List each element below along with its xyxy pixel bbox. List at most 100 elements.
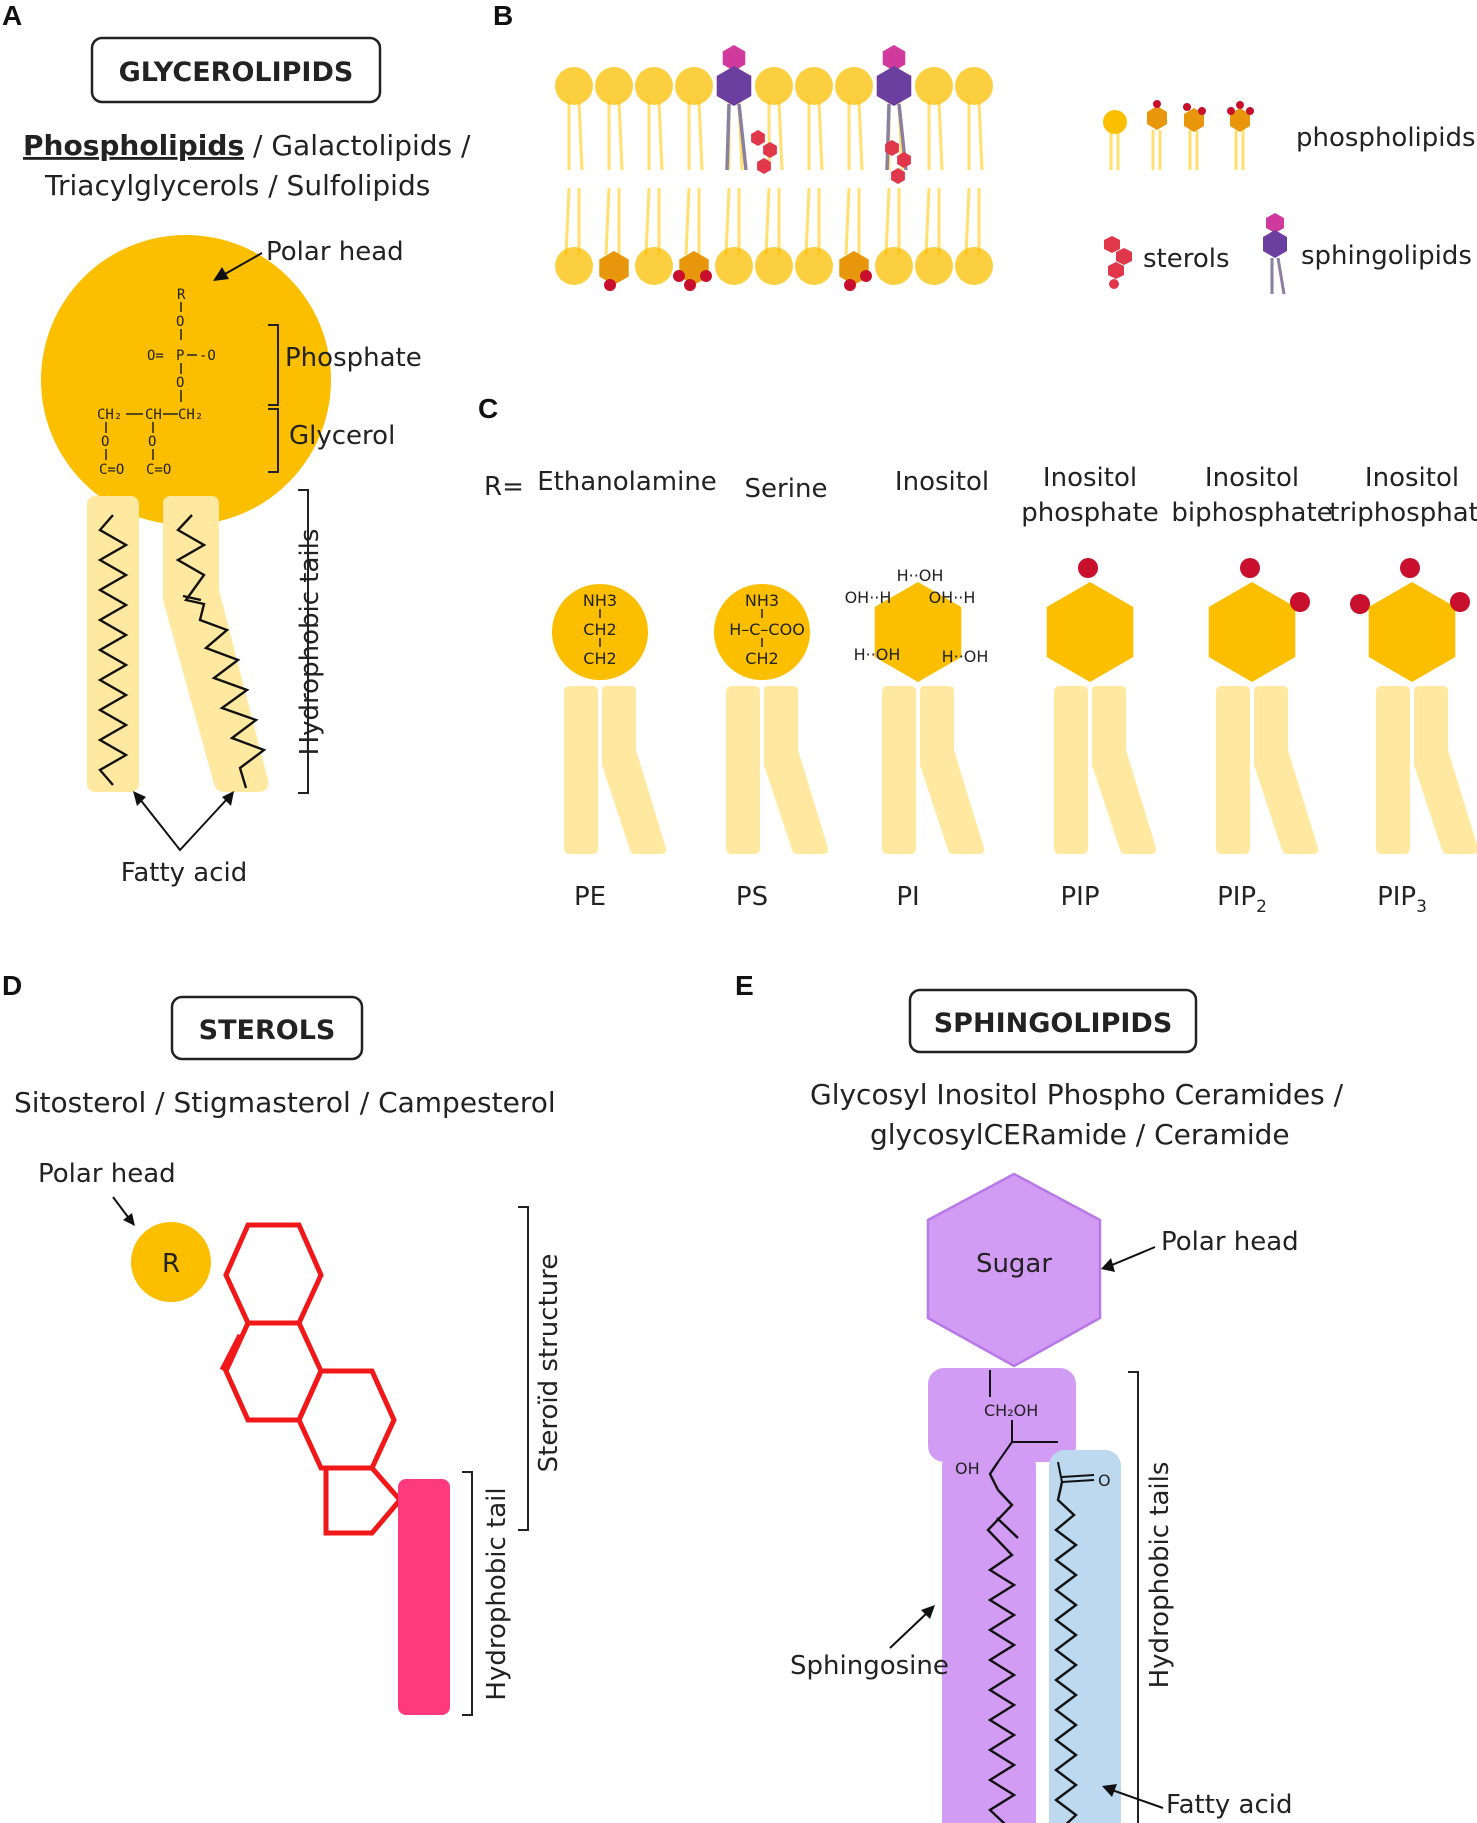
unsaturated-zigzag	[175, 514, 267, 789]
subtitle-line1-rest: / Galactolipids /	[244, 129, 471, 162]
steroid-rings	[219, 1222, 404, 1536]
sterols-title: STEROLS	[199, 1015, 336, 1046]
headgroup-tail-left	[1054, 686, 1088, 854]
headgroup-inositol-ring	[1208, 582, 1296, 682]
membrane-top-tail	[857, 101, 864, 171]
membrane-bilayer	[555, 45, 993, 291]
panel-b-letter: B	[493, 0, 513, 31]
polar-head-arrowhead	[213, 267, 229, 281]
membrane-bottom-inositol	[599, 251, 629, 285]
membrane-top-head	[635, 67, 673, 105]
membrane-bottom-tail	[804, 187, 811, 256]
chem-o-minus: -O	[199, 348, 216, 364]
sphingolipids-title: SPHINGOLIPIDS	[934, 1008, 1173, 1039]
chem-o-left: O=	[147, 348, 164, 364]
sphingo-fatty-acid-arrow	[1111, 1789, 1164, 1809]
tails-bracket	[298, 489, 309, 794]
membrane-bottom-tail	[564, 187, 571, 256]
panel-e: E SPHINGOLIPIDS Glycosyl Inositol Phosph…	[735, 970, 1344, 1823]
glycerolipid-tail-unsaturated	[163, 496, 269, 792]
sphingosine-chain-box	[942, 1450, 1036, 1823]
sphingo-fatty-acid-arrowhead	[1102, 1784, 1117, 1797]
membrane-bottom-tail	[604, 187, 611, 256]
glycerolipids-title-box	[90, 36, 382, 104]
membrane-phosphate-dot	[604, 279, 616, 291]
membrane-phosphate-dot	[684, 279, 696, 291]
membrane-top-tail	[617, 101, 624, 171]
glycerolipids-subtitle-line2: Triacylglycerols / Sulfolipids	[44, 169, 430, 202]
membrane-sphingolipid-chain	[725, 103, 731, 171]
membrane-bottom-tail	[884, 187, 891, 256]
phosphate-dot	[1450, 592, 1470, 612]
pe-ch2-b: CH2	[583, 649, 616, 668]
sterol-r-label: R	[162, 1249, 180, 1279]
membrane-bottom-tail	[644, 187, 651, 256]
sphingolipids-subtitle-line2: glycosylCERamide / Ceramide	[870, 1118, 1290, 1151]
glycerolipid-tail-saturated	[87, 496, 139, 792]
pi-top: H··OH	[897, 566, 944, 585]
chem-ch2-right: CH₂	[178, 407, 203, 423]
membrane-sterol-ring	[891, 168, 905, 184]
pi-bottom-left: H··OH	[854, 645, 901, 664]
headgroup-name-line2: biphosphate	[1171, 498, 1332, 528]
panel-c: C R= EthanolaminePESerinePSInositolPIIno…	[478, 393, 1477, 917]
membrane-top-tail	[937, 101, 944, 171]
ceramide-carbonyl-o: O	[1098, 1471, 1111, 1490]
headgroup-inositol-ring	[1046, 582, 1134, 682]
panel-a: A GLYCEROLIPIDS Phospholipids / Galactol…	[2, 0, 471, 888]
membrane-top-head	[795, 67, 833, 105]
fatty-acid-arrows	[138, 797, 229, 852]
chem-ch: CH	[145, 407, 162, 423]
glycerolipids-title: GLYCEROLIPIDS	[119, 57, 354, 88]
phosphate-dot	[1400, 558, 1420, 578]
membrane-sphingolipid-hex	[876, 66, 912, 106]
ceramide-oh: OH	[955, 1459, 980, 1478]
steroid-double-bond	[219, 1333, 243, 1372]
membrane-top-head	[675, 67, 713, 105]
glycerol-label: Glycerol	[289, 421, 395, 451]
membrane-top-head	[915, 67, 953, 105]
sterols-subtitle: Sitosterol / Stigmasterol / Campesterol	[14, 1086, 556, 1119]
chem-ch2-left: CH₂	[97, 407, 122, 423]
chem-co2: C=O	[146, 462, 171, 478]
fatty-acid-zigzag	[1054, 1481, 1078, 1823]
fatty-acid-label: Fatty acid	[121, 858, 248, 888]
headgroup-name-line1: Inositol	[1205, 463, 1299, 493]
headgroup-abbreviation: PIP2	[1217, 882, 1267, 917]
membrane-top-tail	[657, 101, 664, 171]
membrane-bottom-head	[555, 247, 593, 285]
membrane-bottom-tail	[964, 187, 971, 256]
sphingo-polar-head-label: Polar head	[1161, 1227, 1299, 1257]
membrane-phosphate-dot	[700, 270, 712, 282]
pe-ch2-a: CH2	[583, 620, 616, 639]
headgroup-tail-right	[920, 686, 985, 854]
panel-d: D STEROLS Sitosterol / Stigmasterol / Ca…	[2, 970, 564, 1716]
membrane-sphingolipid-hex	[716, 66, 752, 106]
membrane-bottom-tail	[764, 187, 771, 256]
ps-hccoo: H–C–COO	[729, 620, 805, 639]
headgroup-name: Inositol	[895, 467, 989, 497]
sphingo-tails-bracket	[1128, 1371, 1139, 1823]
headgroup-abbreviation: PIP3	[1377, 882, 1427, 917]
glycerol-bracket	[268, 408, 279, 473]
sterol-polar-head-arrowhead	[123, 1213, 135, 1226]
membrane-bottom-head	[795, 247, 833, 285]
sphingosine-arrowhead	[921, 1605, 935, 1619]
ps-chem: NH3 H–C–COO CH2	[729, 591, 805, 668]
chem-co1: C=O	[99, 462, 124, 478]
polar-head-label: Polar head	[266, 237, 404, 267]
membrane-phosphate-dot	[860, 270, 872, 282]
pi-bottom-right: H··OH	[942, 647, 989, 666]
membrane-sterol-ring	[763, 142, 777, 158]
pi-right: OH··H	[929, 588, 976, 607]
legend-phospholipids-label: phospholipids	[1296, 123, 1476, 153]
ceramide-backbone-box	[928, 1368, 1076, 1462]
glycerolipids-subtitle-line1: Phospholipids / Galactolipids /	[23, 129, 471, 162]
glycerolipid-chem: R O O= P -O O CH₂ CH CH₂ O O C=O C=O	[97, 287, 216, 478]
sterol-r-circle	[131, 1222, 211, 1302]
membrane-bottom-head	[715, 247, 753, 285]
headgroup-tail-left	[564, 686, 598, 854]
